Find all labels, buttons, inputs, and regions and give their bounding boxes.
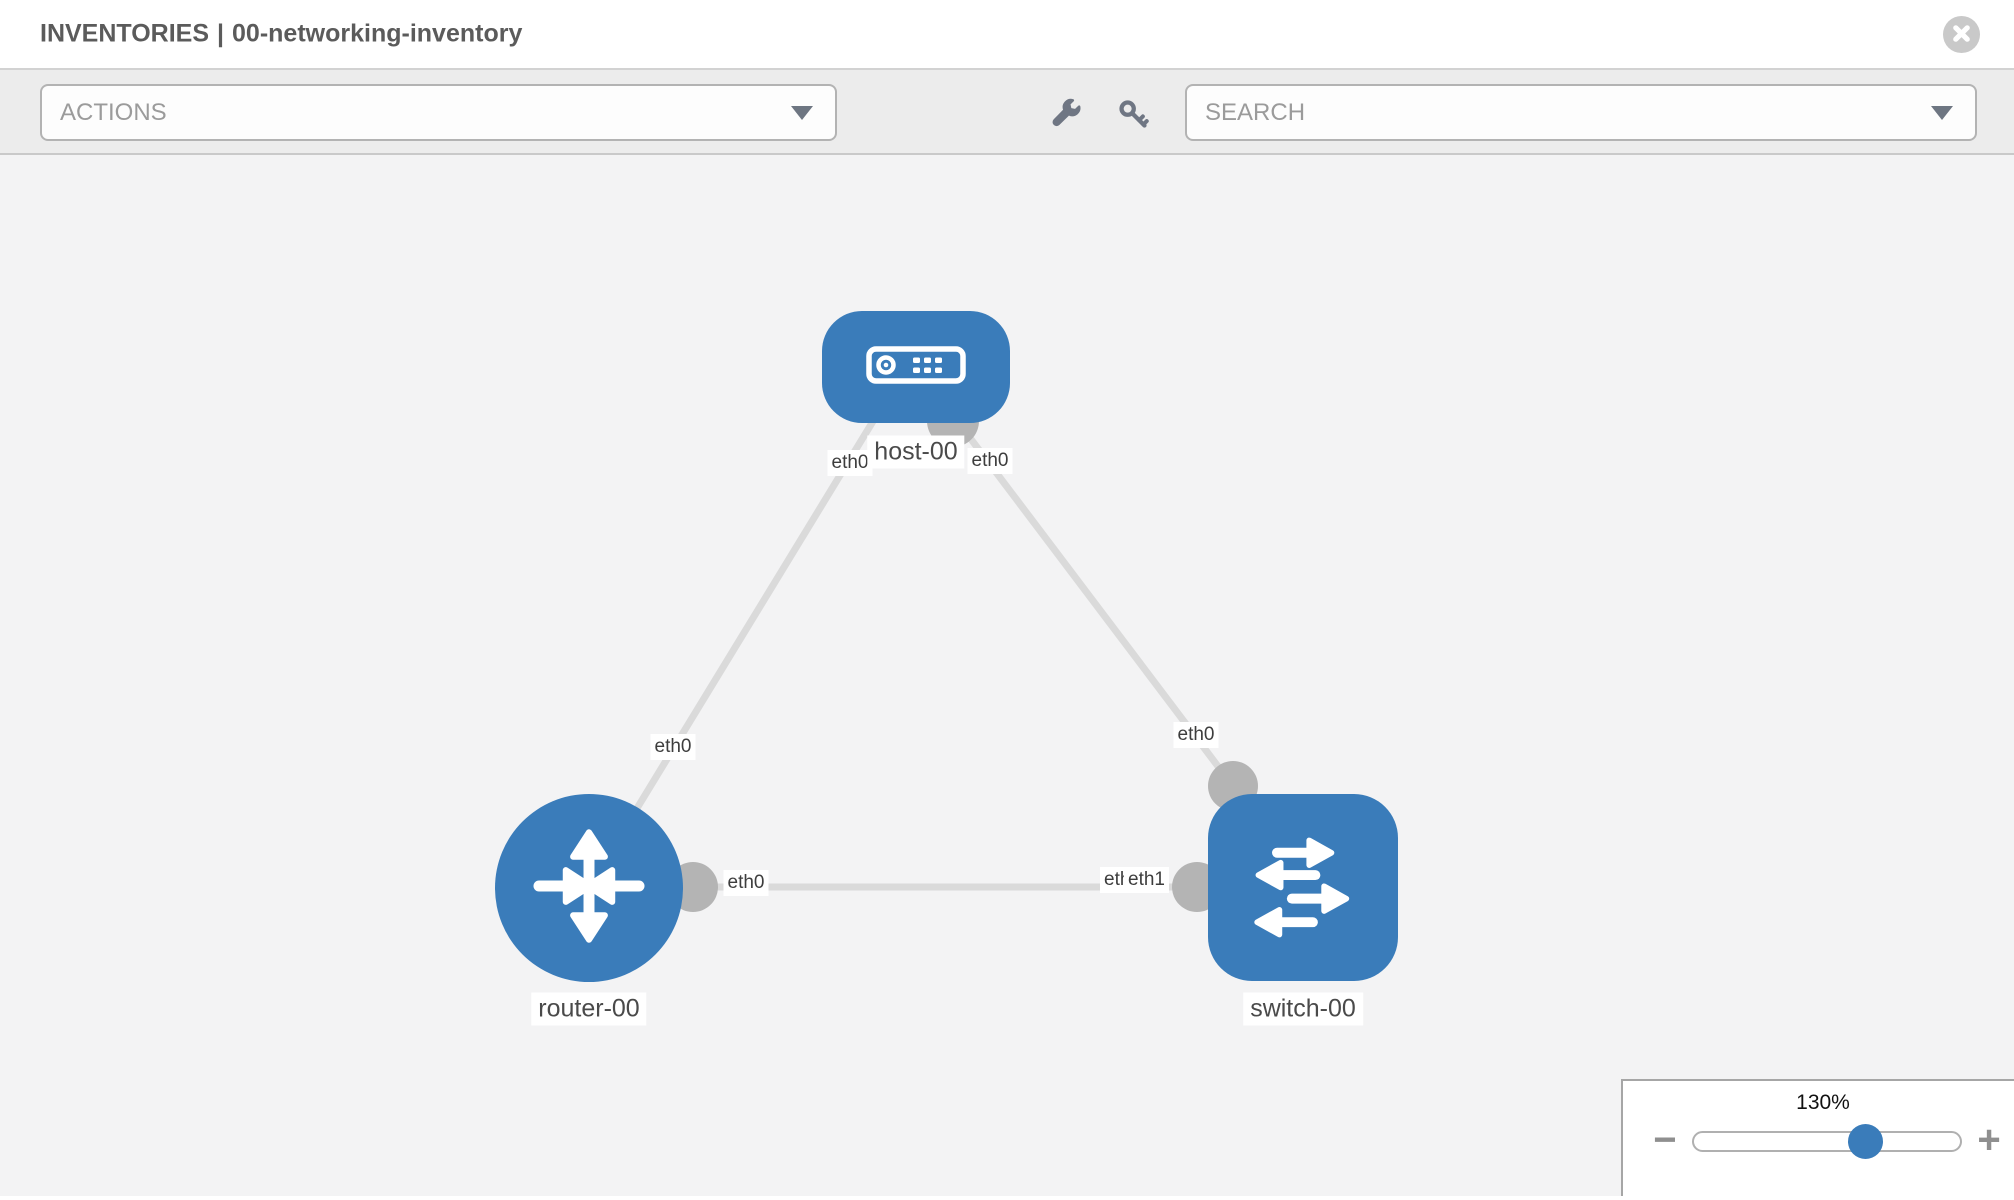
search-dropdown[interactable]: SEARCH: [1185, 84, 1977, 141]
topology-canvas[interactable]: eth0 eth0 eth0 eth0 eth0 eth0 eth1 host-…: [0, 155, 2014, 1196]
chevron-down-icon: [791, 105, 813, 120]
close-button[interactable]: [1943, 16, 1980, 53]
host-icon: [866, 345, 966, 390]
node-label-host-00[interactable]: host-00: [867, 435, 965, 469]
page-title: INVENTORIES|00-networking-inventory: [40, 20, 522, 49]
node-switch-00[interactable]: [1208, 794, 1398, 981]
configure-tool-button[interactable]: [1047, 96, 1085, 134]
close-icon: [1952, 24, 1971, 46]
interface-label-switch-to-router[interactable]: eth1: [1124, 867, 1169, 893]
zoom-level-value: 130%: [1796, 1091, 1850, 1114]
zoom-slider-track[interactable]: [1692, 1131, 1962, 1152]
zoom-control-panel: 130% − +: [1621, 1079, 2014, 1196]
interface-label-host-to-switch[interactable]: eth0: [967, 448, 1013, 474]
node-host-00[interactable]: [822, 311, 1010, 423]
node-label-router-00[interactable]: router-00: [531, 992, 647, 1026]
topology-links-layer: [586, 395, 1303, 912]
chevron-down-icon: [1931, 105, 1953, 120]
interface-label-switch-to-host[interactable]: eth0: [1173, 722, 1219, 748]
toolbar: ACTIONS SEARCH: [0, 70, 2014, 155]
inventory-name: 00-networking-inventory: [232, 19, 523, 48]
credentials-tool-button[interactable]: [1114, 96, 1152, 134]
zoom-out-button[interactable]: −: [1645, 1117, 1685, 1163]
link-host-switch[interactable]: [952, 415, 1263, 825]
window-header: INVENTORIES|00-networking-inventory: [0, 0, 2014, 70]
zoom-in-button[interactable]: +: [1969, 1117, 2009, 1163]
wrench-icon: [1050, 98, 1082, 133]
interface-label-router-to-host[interactable]: eth0: [650, 734, 696, 760]
zoom-slider-thumb[interactable]: [1848, 1124, 1883, 1159]
key-icon: [1117, 98, 1149, 133]
node-label-switch-00[interactable]: switch-00: [1243, 992, 1363, 1026]
page-title-separator: |: [217, 19, 225, 48]
actions-dropdown[interactable]: ACTIONS: [40, 84, 837, 141]
node-router-00[interactable]: [495, 794, 683, 982]
interface-label-router-to-switch[interactable]: eth0: [723, 870, 769, 896]
search-dropdown-label: SEARCH: [1205, 98, 1306, 126]
router-icon: [528, 825, 650, 952]
page-title-section: INVENTORIES: [40, 19, 210, 48]
interface-label-host-to-router[interactable]: eth0: [827, 450, 873, 476]
switch-icon: [1241, 823, 1365, 952]
actions-dropdown-label: ACTIONS: [60, 98, 167, 126]
